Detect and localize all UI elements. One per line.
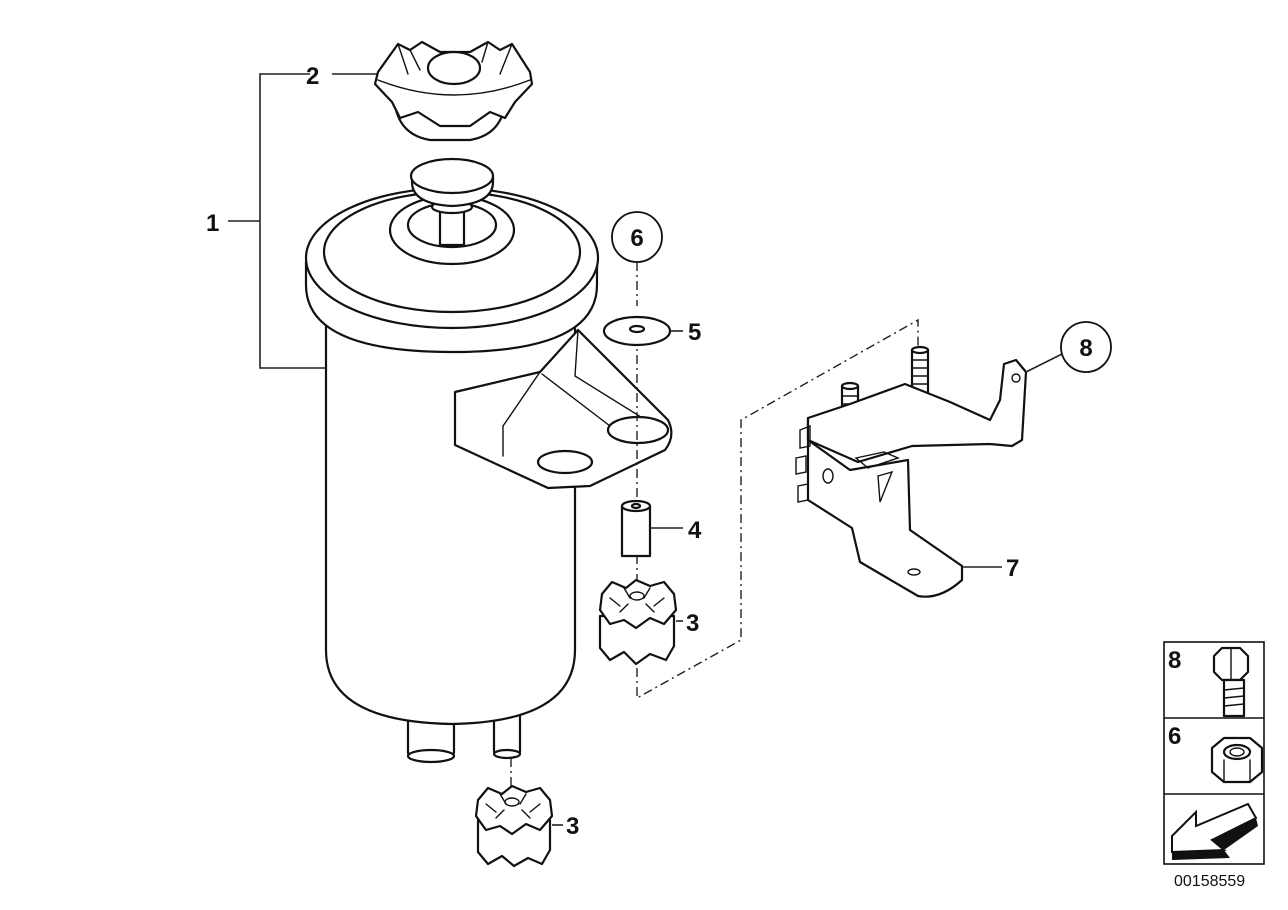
callout-6-circle: 6 — [611, 211, 663, 263]
callout-3-upper-label: 3 — [686, 610, 699, 637]
legend-bolt-label: 8 — [1168, 647, 1181, 674]
legend-panel: 8 6 — [1163, 641, 1265, 865]
group-bracket-1 — [228, 73, 385, 369]
callout-5-label: 5 — [688, 319, 701, 346]
direction-arrow-icon — [1171, 802, 1258, 860]
spacer-sleeve-part[interactable] — [620, 499, 652, 558]
reservoir-tank-part[interactable] — [304, 157, 673, 764]
diagram-number: 00158559 — [1174, 873, 1245, 890]
reservoir-cap-part[interactable] — [373, 40, 534, 142]
rubber-mount-lower-part[interactable] — [474, 784, 554, 868]
callout-2-label: 2 — [306, 63, 319, 90]
rubber-mount-upper-part[interactable] — [598, 578, 678, 666]
callout-7-label: 7 — [1006, 555, 1019, 582]
callout-6-label: 6 — [630, 225, 643, 252]
bolt-icon — [1212, 646, 1250, 718]
callout-4-label: 4 — [688, 517, 702, 544]
support-bracket-part[interactable] — [795, 345, 1028, 598]
callout-1-label: 1 — [206, 210, 219, 237]
callout-8-label: 8 — [1079, 335, 1092, 362]
washer-part[interactable] — [602, 315, 672, 347]
legend-nut-label: 6 — [1168, 723, 1181, 750]
assembly-axis-lines — [510, 262, 919, 790]
callout-8-circle: 8 — [1060, 321, 1112, 373]
callout-3-lower-label: 3 — [566, 813, 579, 840]
nut-icon — [1210, 736, 1264, 784]
